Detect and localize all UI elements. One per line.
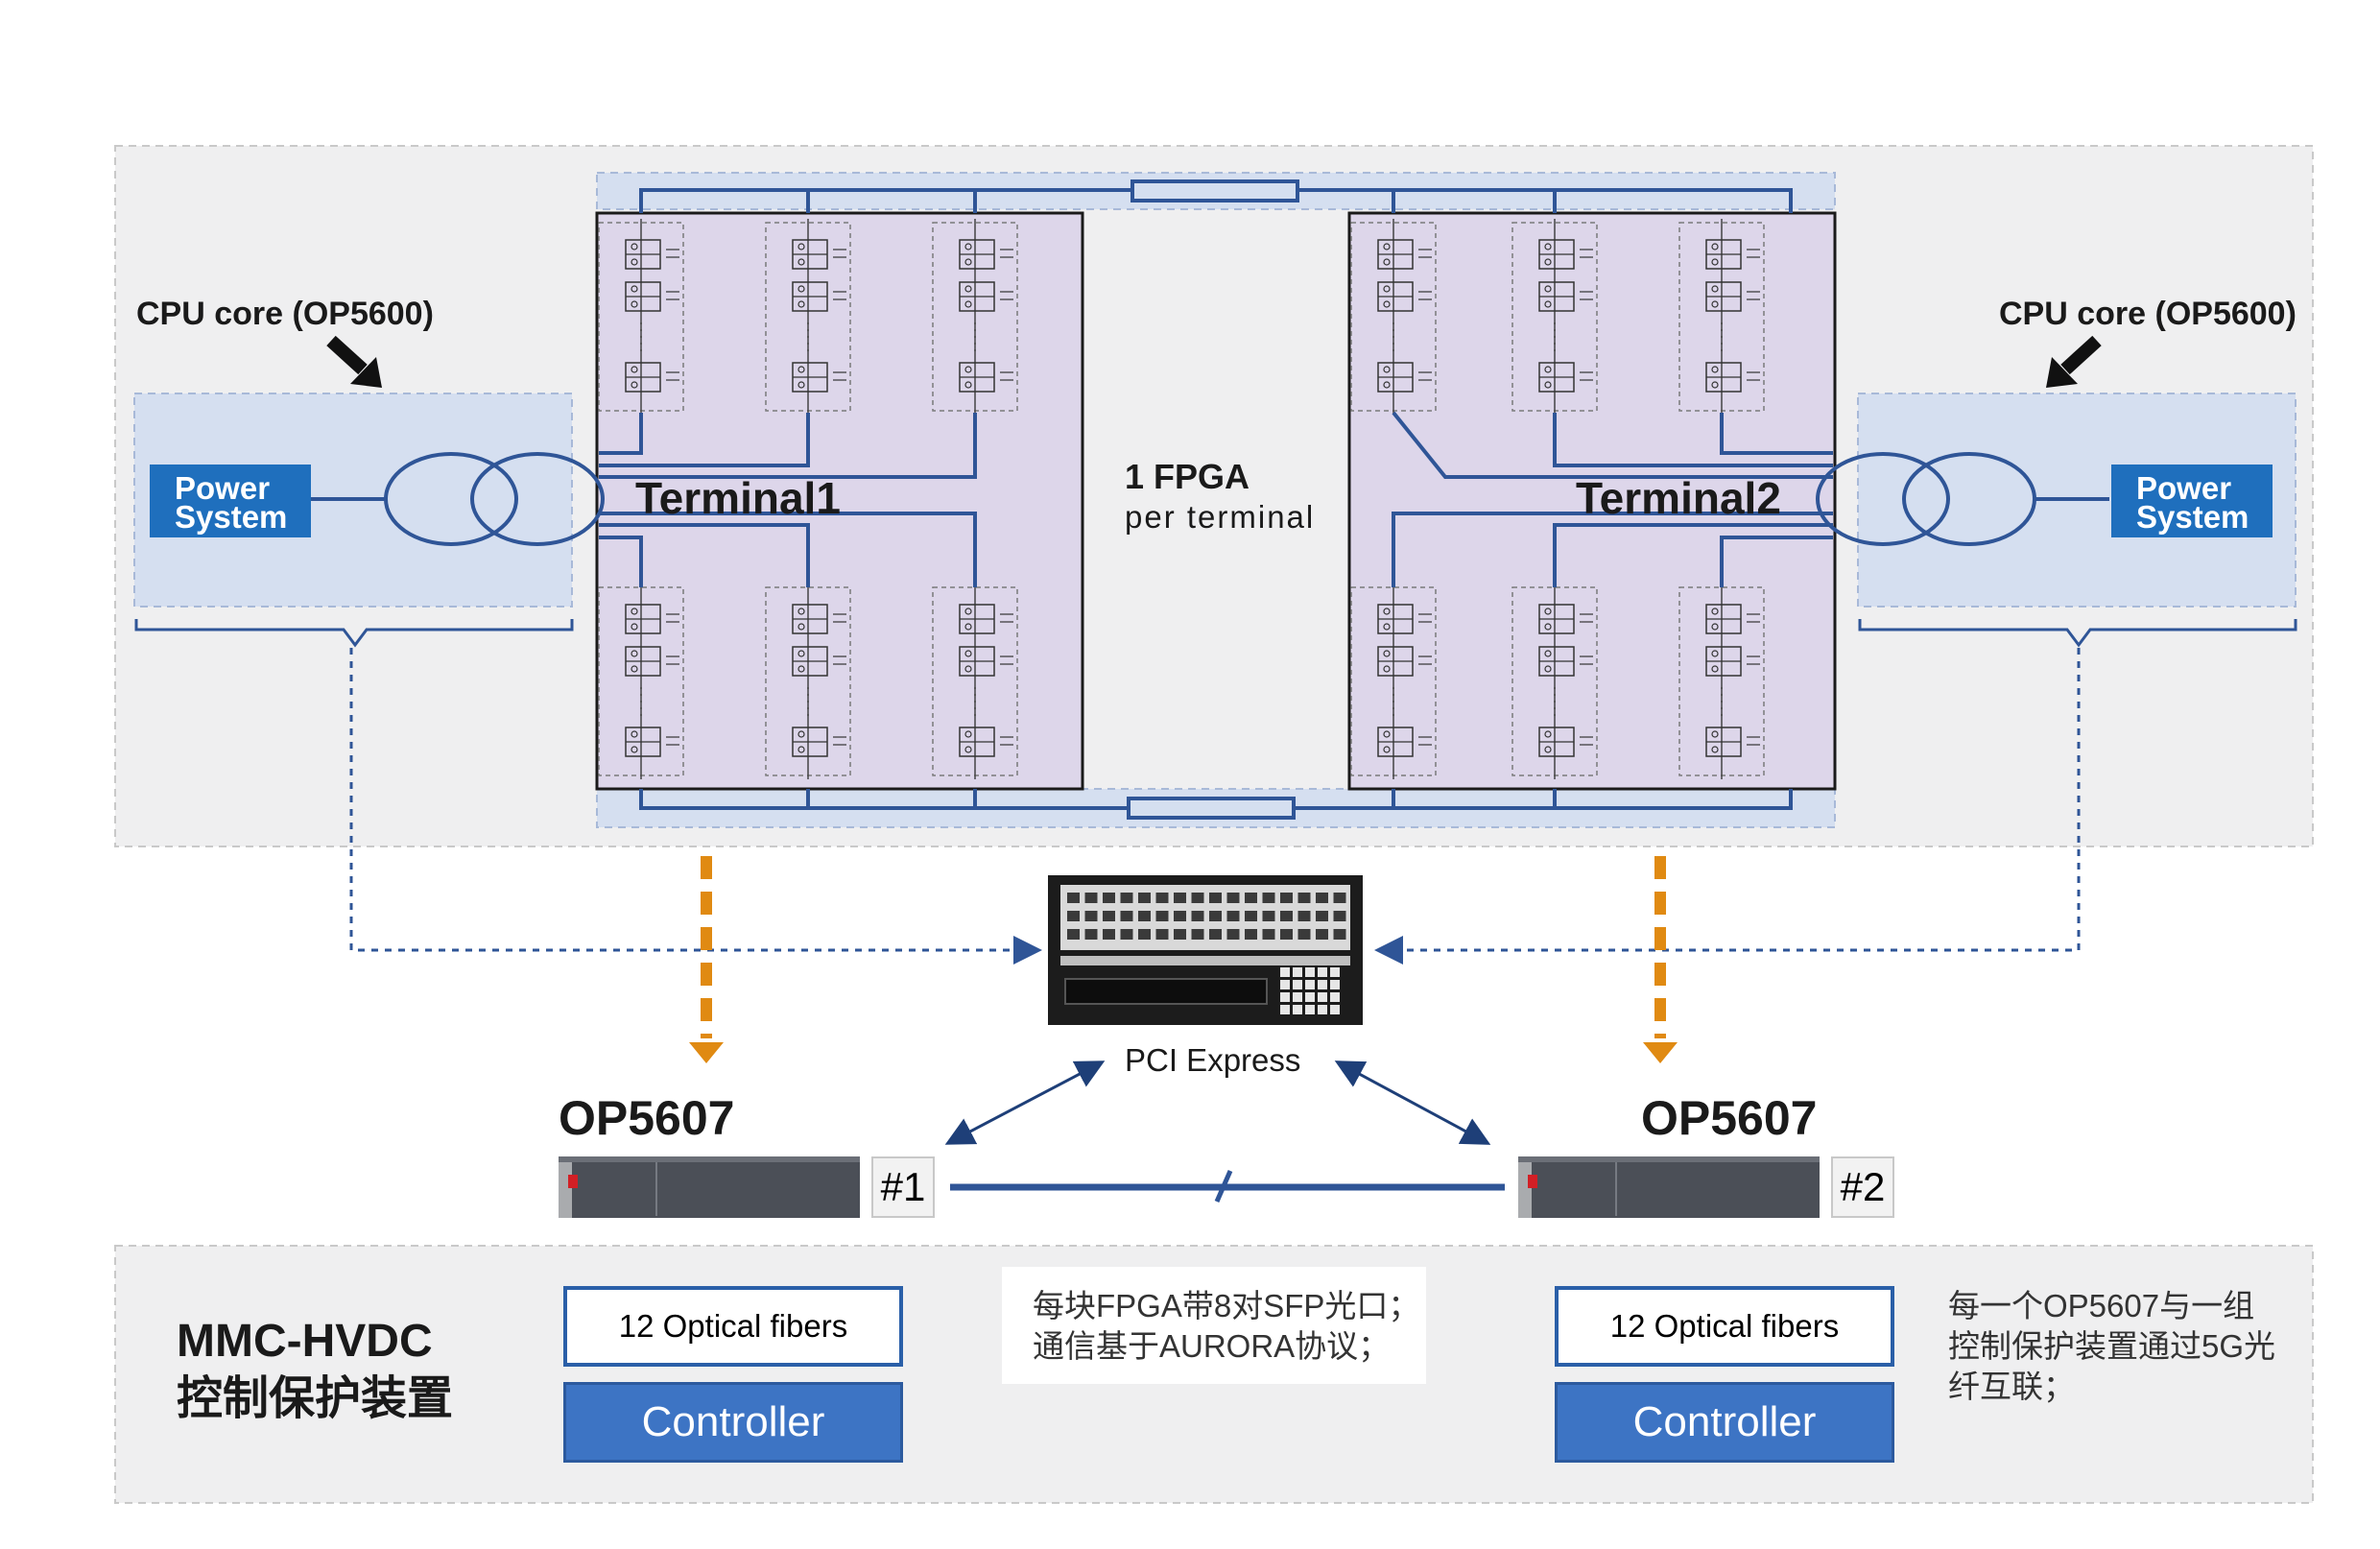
ac-link-left (309, 452, 605, 546)
unit-index-2: #2 (1831, 1156, 1894, 1218)
terminal2-leg-wiring (1392, 411, 1833, 587)
fpga-note-title: 1 FPGA (1125, 457, 1250, 496)
submodule-stack (598, 219, 684, 415)
unit-index-1: #1 (871, 1156, 935, 1218)
link-note-line2: 控制保护装置通过5G光 (1948, 1328, 2276, 1364)
rack-chassis-icon (1048, 875, 1363, 1025)
controller-box-1[interactable]: Controller (563, 1382, 903, 1463)
op5607-label-2: OP5607 (1641, 1091, 1818, 1145)
terminal1-leg-wiring (599, 413, 977, 587)
terminal2-box (1347, 211, 1837, 791)
terminal2-label: Terminal2 (1576, 473, 1781, 523)
fpga-note-subtitle: per terminal (1125, 499, 1316, 535)
submodule-stack (765, 584, 851, 779)
op5607-label-1: OP5607 (559, 1091, 735, 1145)
op5607-unit-1 (559, 1156, 860, 1218)
cpu-link-left (349, 648, 1042, 965)
power-system-left: Power System (150, 465, 311, 537)
submodule-stack (1511, 584, 1598, 779)
orange-link-left (689, 856, 724, 1063)
brace-right (1858, 619, 2297, 648)
arrow-down-left-icon (2046, 335, 2102, 388)
controller-box-2[interactable]: Controller (1555, 1382, 1894, 1463)
pci-express-label: PCI Express (1125, 1042, 1301, 1078)
mmc-hvdc-line2: 控制保护装置 (177, 1373, 454, 1424)
orange-link-right (1643, 856, 1678, 1063)
converter-module-layer (598, 219, 1765, 779)
op5607-unit-2 (1518, 1156, 1820, 1218)
cpu-label-right: CPU core (OP5600) (1999, 296, 2297, 332)
submodule-stack (932, 584, 1018, 779)
pci-link-right (1334, 1060, 1491, 1145)
submodule-stack (1678, 219, 1765, 415)
sfp-note-line2: 通信基于AURORA协议； (1033, 1328, 1391, 1364)
terminal1-box (595, 211, 1084, 791)
submodule-stack (598, 584, 684, 779)
sfp-note: 每块FPGA带8对SFP光口； 通信基于AURORA协议； (1033, 1286, 1419, 1367)
top-bus-wiring (639, 179, 1793, 213)
link-note-line1: 每一个OP5607与一组 (1948, 1288, 2255, 1323)
power-system-line2: System (2136, 499, 2249, 535)
power-system-right: Power System (2111, 465, 2273, 537)
submodule-stack (1511, 219, 1598, 415)
submodule-stack (765, 219, 851, 415)
power-system-line1: Power (175, 470, 271, 506)
mmc-hvdc-line1: MMC-HVDC (177, 1316, 433, 1367)
power-system-line1: Power (2136, 470, 2232, 506)
terminal1-label: Terminal1 (635, 473, 841, 523)
slash-break-icon (1214, 1169, 1233, 1203)
submodule-stack (1350, 584, 1437, 779)
link-note-line3: 纤互联； (1948, 1369, 2075, 1404)
optical-fibers-box-1: 12 Optical fibers (563, 1286, 903, 1367)
power-system-line2: System (175, 499, 288, 535)
transformer-icon (384, 452, 518, 546)
cpu-label-left: CPU core (OP5600) (136, 296, 434, 332)
submodule-stack (932, 219, 1018, 415)
sfp-note-line1: 每块FPGA带8对SFP光口； (1033, 1288, 1420, 1323)
arrow-down-right-icon (326, 335, 382, 388)
submodule-stack (1678, 584, 1765, 779)
link-note: 每一个OP5607与一组 控制保护装置通过5G光 纤互联； (1948, 1286, 2275, 1407)
sfp-note-box (1002, 1267, 1426, 1384)
submodule-stack (1350, 219, 1437, 415)
mmc-hvdc-title: MMC-HVDC 控制保护装置 (177, 1313, 453, 1428)
cpu-link-right (1374, 648, 2081, 965)
optical-fibers-box-2: 12 Optical fibers (1555, 1286, 1894, 1367)
brace-left (134, 619, 574, 648)
transformer-icon (1816, 452, 1950, 546)
ac-link-right (1816, 452, 2109, 546)
pci-link-left (944, 1060, 1106, 1145)
bottom-bus-wiring (639, 789, 1793, 820)
